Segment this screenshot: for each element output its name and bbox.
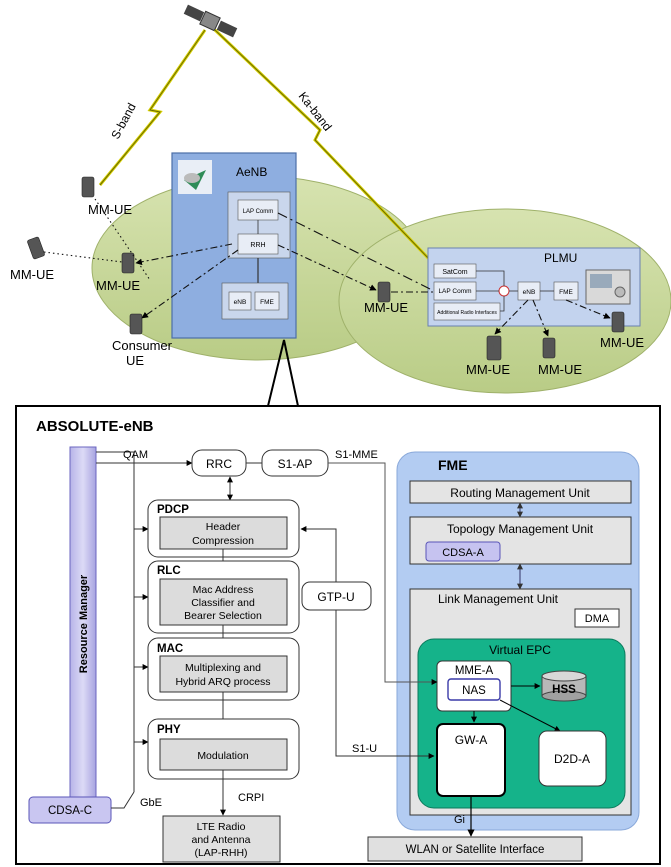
mm-ue-phone-icon [377,281,391,303]
qam-label: QAM [123,449,148,461]
rlc-label: RLC [157,565,181,577]
plmu-fme-label: FME [559,289,573,296]
mac-address-box[interactable] [159,578,288,626]
laptop-icon [585,269,631,305]
fme-title: FME [438,457,468,473]
mac-address-line1: Mac Address [193,584,254,596]
mm-ue-phone-icon [81,176,95,198]
mm-ue-label-7: MM-UE [600,335,644,350]
consumer-ue-label-2: UE [126,353,144,368]
s1-mme-label: S1-MME [335,449,378,461]
lap-comm-label: LAP Comm [243,209,274,215]
absolute-enb-title: ABSOLUTE-eNB [36,418,154,435]
aenb-title: AeNB [236,165,267,179]
lte-radio-line2: and Antenna [192,834,251,846]
mm-ue-phone-icon [542,337,556,359]
gbe-label: GbE [140,797,162,809]
consumer-ue-label-1: Consumer [112,338,173,353]
mm-ue-label-6: MM-UE [538,362,582,377]
mm-ue-label-2: MM-UE [10,267,54,282]
crpi-label: CRPI [238,792,264,804]
gi-label: Gi [454,814,465,826]
s1-u-label: S1-U [352,743,377,755]
lte-radio-line1: LTE Radio [197,821,246,833]
lte-radio-line3: (LAP-RHH) [194,847,247,859]
gtp-u-label: GTP-U [317,590,354,604]
additional-radio-label: Additional Radio Interfaces [437,310,497,316]
satcom-label: SatCom [442,269,467,276]
mm-ue-phone-icon [27,236,45,260]
mac-label: MAC [157,643,183,655]
switch-icon [498,285,510,297]
d2d-a-box[interactable] [538,730,607,787]
cdsa-a-box[interactable] [425,541,501,562]
s-band-label: S-band [108,101,139,142]
aenb-enb-box [228,291,252,311]
aenb-fme-box [254,291,280,311]
mm-ue-label-4: MM-UE [364,300,408,315]
dma-box[interactable] [574,608,620,628]
resource-manager-label: Resource Manager [78,574,90,673]
aenb-fme-label: FME [260,299,274,306]
rrc-label: RRC [206,457,232,471]
header-compression-line2: Compression [192,535,254,547]
resource-manager-bar[interactable] [69,446,97,803]
mm-ue-phone-icon [121,252,135,274]
mm-ue-label-5: MM-UE [466,362,510,377]
d2d-a-label: D2D-A [554,752,590,766]
cdsa-c-box[interactable] [28,796,112,824]
nas-label: NAS [462,685,486,697]
topology-unit-label: Topology Management Unit [447,522,594,536]
lte-radio-box[interactable] [162,815,281,863]
header-compression-box[interactable] [159,516,288,550]
aenb-enb-label: eNB [234,299,247,306]
multiplexing-line2: Hybrid ARQ process [175,676,270,688]
ue-phones [27,176,625,361]
virtual-epc-title: Virtual EPC [489,643,551,657]
phy-label: PHY [157,724,181,736]
wlan-satellite-box[interactable] [367,836,583,862]
cdsa-a-label: CDSA-A [442,547,484,559]
mm-ue-phone-icon [611,311,625,333]
nas-box[interactable] [447,678,501,701]
hss-label: HSS [552,684,576,696]
plmu-enb-label: eNB [523,289,536,296]
additional-radio-box [433,302,501,321]
pdcp-label: PDCP [157,504,189,516]
multiplexing-box[interactable] [159,655,288,693]
mac-address-line3: Bearer Selection [184,610,262,622]
consumer-ue-phone-icon [129,313,143,335]
mac-address-line2: Classifier and [191,597,255,609]
dma-label: DMA [585,613,610,625]
header-compression-line1: Header [206,521,241,533]
mm-ue-label-3: MM-UE [96,278,140,293]
cdsa-c-label: CDSA-C [48,805,92,817]
satellite-icon [183,4,238,38]
plmu-title: PLMU [544,251,577,265]
hss-database-icon [541,670,587,702]
mme-a-label: MME-A [455,665,494,677]
wlan-satellite-label: WLAN or Satellite Interface [406,844,545,856]
link-unit-label: Link Management Unit [438,592,559,606]
gw-a-label: GW-A [455,733,487,747]
plmu-lap-comm-label: LAP Comm [438,288,471,295]
modulation-label: Modulation [197,750,249,762]
rrh-label: RRH [250,242,265,249]
mm-ue-label-1: MM-UE [88,202,132,217]
multiplexing-line1: Multiplexing and [185,662,261,674]
mm-ue-phone-icon [486,335,502,361]
routing-unit-label: Routing Management Unit [450,486,590,500]
modulation-box[interactable] [159,738,288,771]
s1-ap-label: S1-AP [278,457,313,471]
